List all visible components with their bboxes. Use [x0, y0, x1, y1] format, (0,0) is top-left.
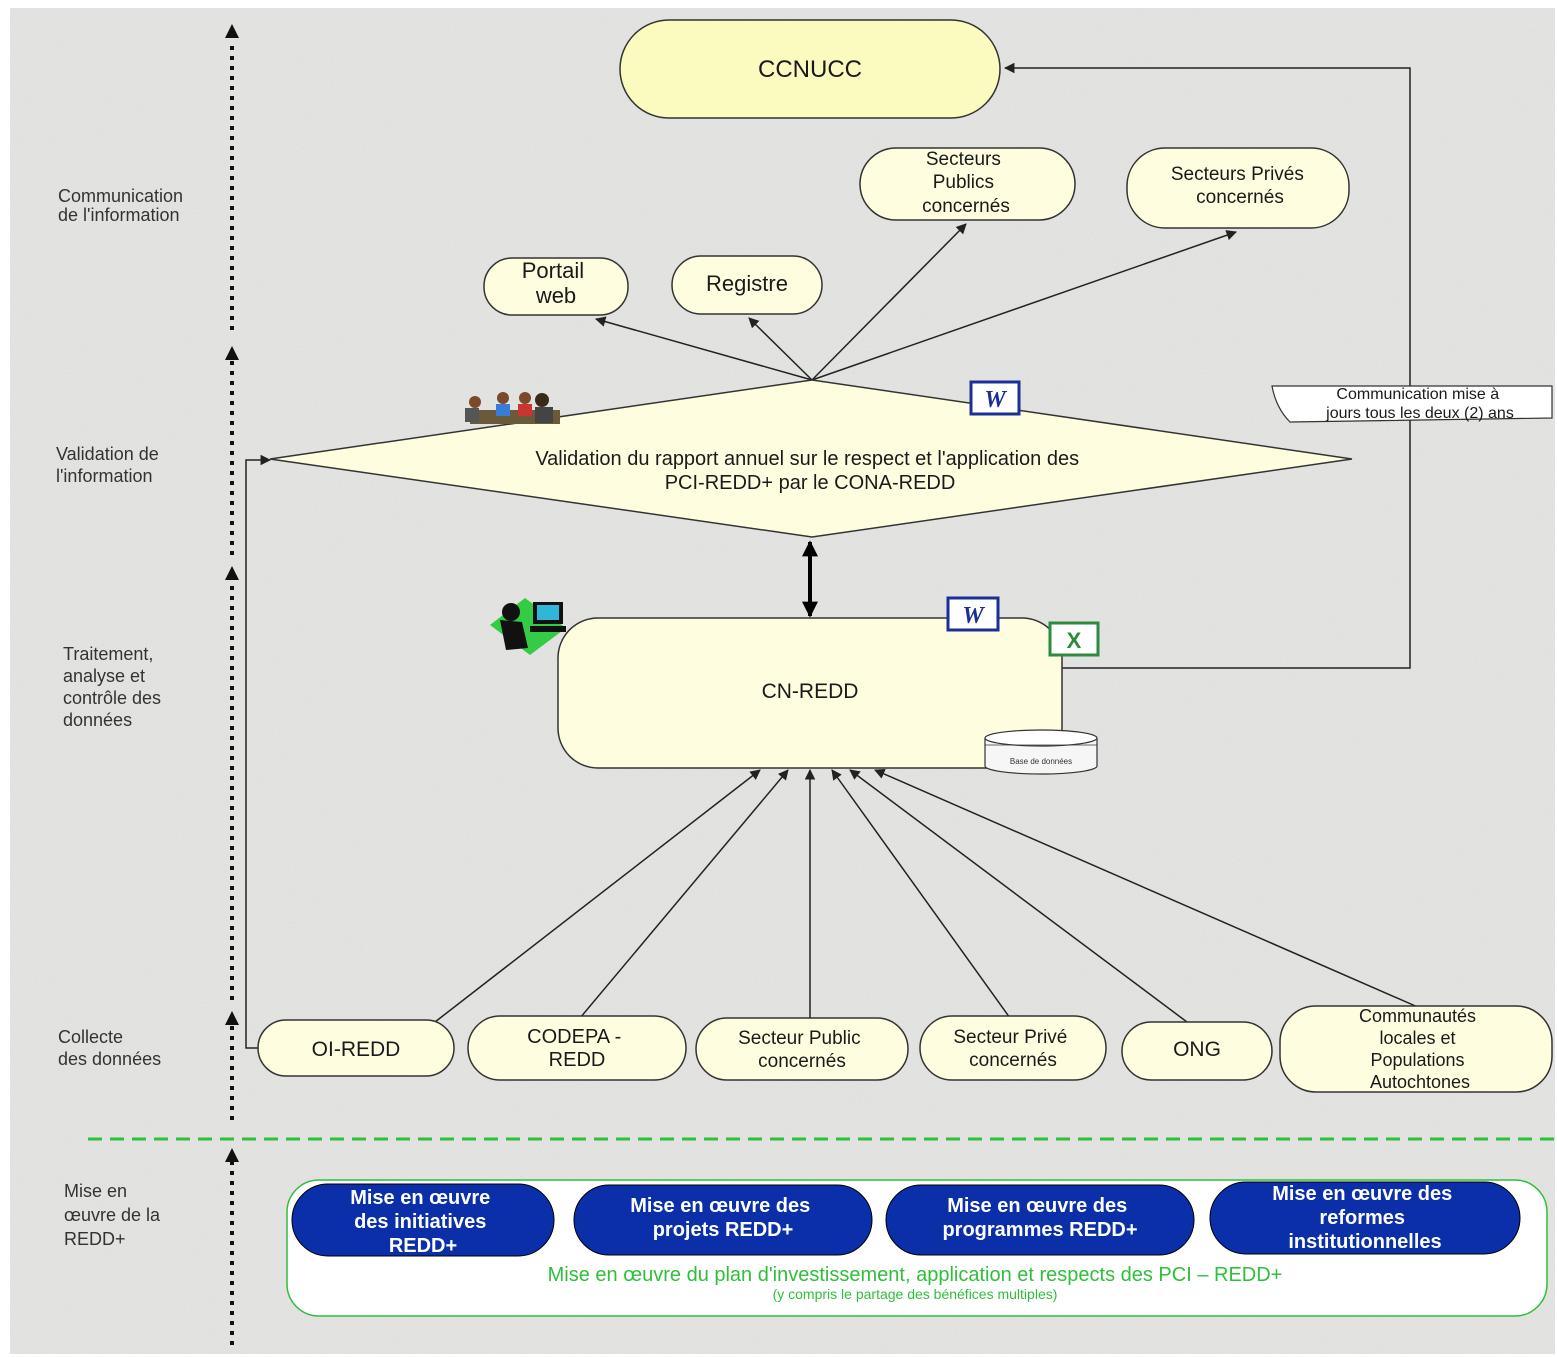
collecte-node-ong: ONG — [1121, 1021, 1273, 1081]
portail-node — [483, 257, 629, 316]
stage-axis-arrowheads — [225, 24, 239, 1162]
feedback-line-collecte-to-validation — [245, 454, 272, 1049]
cn-redd-label: CN-REDD — [762, 680, 859, 703]
secteurs-publics-node — [859, 147, 1076, 221]
svg-text:Secteur Privé concernés: Secteur Privé concernés — [953, 1027, 1072, 1071]
stage-label-validation: Validation de l'information — [56, 444, 164, 486]
secteurs-prives-node — [1126, 147, 1350, 229]
svg-text:Mise en œuvre des projet: Mise en œuvre des projets REDD+ — [630, 1195, 816, 1241]
stage-label-collecte: Collecte des données — [58, 1027, 161, 1069]
ccnucc-label: CCNUCC — [758, 56, 862, 83]
word-document-icon-cn: W — [946, 596, 1000, 632]
svg-text:CODEPA - REDD: CODEPA - REDD — [527, 1026, 627, 1071]
cn-redd-node — [557, 617, 1063, 769]
validation-diamond — [269, 379, 1353, 538]
database-label: Base de données — [1010, 757, 1072, 766]
svg-text:Mise en œuvre des progra: Mise en œuvre des programmes REDD+ — [942, 1195, 1137, 1241]
validation-text: Validation du rapport annuel sur le resp… — [535, 448, 1084, 494]
svg-text:Mise en œuvre des reform: Mise en œuvre des reformes institutionne… — [1272, 1183, 1458, 1253]
meeting-people-icon — [465, 392, 560, 424]
stage-label-mise-en-oeuvre: Mise en œuvre de la REDD+ — [64, 1181, 165, 1249]
secteurs-publics-label: Secteurs Publics concernés — [922, 149, 1010, 217]
svg-text:ONG: ONG — [1173, 1038, 1221, 1061]
redd-pill-programmes: Mise en œuvre des programmes REDD+ — [885, 1184, 1195, 1256]
redd-plus-caption: Mise en œuvre du plan d'investissement, … — [548, 1264, 1283, 1286]
collecte-arrows — [434, 768, 1421, 1029]
ccnucc-node — [619, 19, 1001, 119]
collecte-node-oi-redd: OI-REDD — [257, 1019, 455, 1077]
collecte-node-codepa: CODEPA - REDD — [467, 1015, 687, 1081]
computer-operator-icon — [490, 598, 566, 655]
svg-text:Communautés locales et: Communautés locales et Populations Autoc… — [1359, 1006, 1481, 1092]
redd-pill-reformes: Mise en œuvre des reformes institutionne… — [1209, 1181, 1521, 1255]
stage-label-communication: Communication de l'information — [58, 186, 188, 225]
redd-pill-projets: Mise en œuvre des projets REDD+ — [573, 1184, 873, 1256]
svg-text:Mise en œuvre des initia: Mise en œuvre des initiatives REDD+ — [350, 1187, 496, 1257]
redd-plus-subcaption: (y compris le partage des bénéfices mult… — [773, 1286, 1058, 1302]
svg-text:W: W — [962, 603, 985, 629]
excel-spreadsheet-icon: X — [1048, 621, 1100, 657]
portail-label: Portail web — [522, 258, 590, 308]
collecte-node-communautes: Communautés locales et Populations Autoc… — [1279, 1005, 1553, 1093]
registre-node — [671, 255, 823, 315]
database-icon: Base de données — [984, 729, 1098, 775]
secteurs-prives-label: Secteurs Privés concernés — [1171, 164, 1309, 208]
feedback-line-cn-to-ccnucc — [1003, 62, 1411, 669]
collecte-node-secteur-prive: Secteur Privé concernés — [919, 1015, 1107, 1081]
callout-text: Communication mise à jours tous les deux… — [1325, 386, 1514, 422]
svg-text:Secteur Public concernés: Secteur Public concernés — [738, 1028, 866, 1072]
registre-label: Registre — [706, 271, 788, 296]
fan-out-arrows — [594, 223, 1237, 381]
svg-text:OI-REDD: OI-REDD — [312, 1038, 401, 1061]
svg-text:W: W — [984, 387, 1007, 413]
callout-bubble — [1271, 385, 1553, 423]
svg-text:X: X — [1067, 628, 1082, 653]
word-document-icon: W — [969, 380, 1021, 416]
collecte-node-secteur-public: Secteur Public concernés — [695, 1017, 909, 1081]
stage-label-traitement: Traitement, analyse et contrôle des donn… — [63, 644, 166, 730]
redd-pill-initiatives: Mise en œuvre des initiatives REDD+ — [291, 1183, 555, 1257]
